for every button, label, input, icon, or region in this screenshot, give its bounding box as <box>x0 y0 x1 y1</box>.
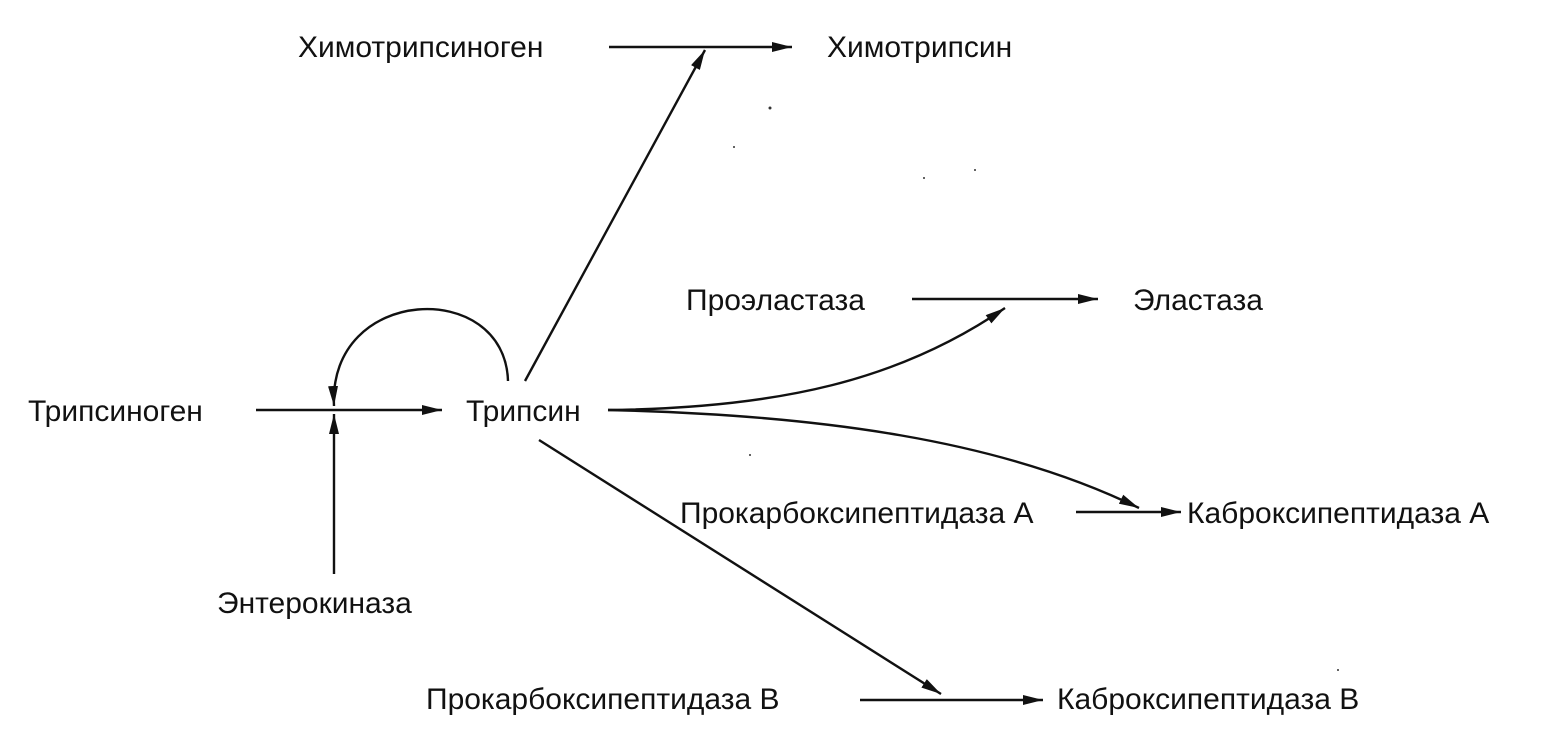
arrow-trypsin-autoactivation-loop <box>328 307 510 407</box>
arrow-trypsin-activates-chymotrypsinogen <box>523 49 707 382</box>
speck <box>749 454 751 456</box>
node-trypsinogen: Трипсиноген <box>28 395 203 428</box>
speck <box>974 169 976 171</box>
node-procarboxypeptidase-a: Прокарбоксипептидаза А <box>680 497 1033 530</box>
node-procarboxypeptidase-b: Прокарбоксипептидаза В <box>426 683 779 716</box>
speck <box>733 146 735 148</box>
arrow-trypsin-activates-procarboxypeptidase-a <box>607 408 1140 510</box>
node-proelastase: Проэластаза <box>686 284 865 317</box>
node-chymotrypsin: Химотрипсин <box>827 31 1012 64</box>
node-chymotrypsinogen: Химотрипсиноген <box>298 31 543 64</box>
arrow-trypsin-activates-procarboxypeptidase-b <box>538 438 942 696</box>
speck <box>768 106 772 110</box>
node-trypsin: Трипсин <box>466 395 581 428</box>
speck <box>923 177 925 179</box>
node-elastase: Эластаза <box>1133 284 1263 317</box>
node-carboxypeptidase-b: Каброксипептидаза В <box>1057 683 1359 716</box>
node-carboxypeptidase-a: Каброксипептидаза А <box>1187 497 1489 530</box>
arrow-trypsin-activates-proelastase <box>607 307 1006 412</box>
node-enterokinase: Энтерокиназа <box>217 587 412 620</box>
speck <box>1337 669 1339 671</box>
